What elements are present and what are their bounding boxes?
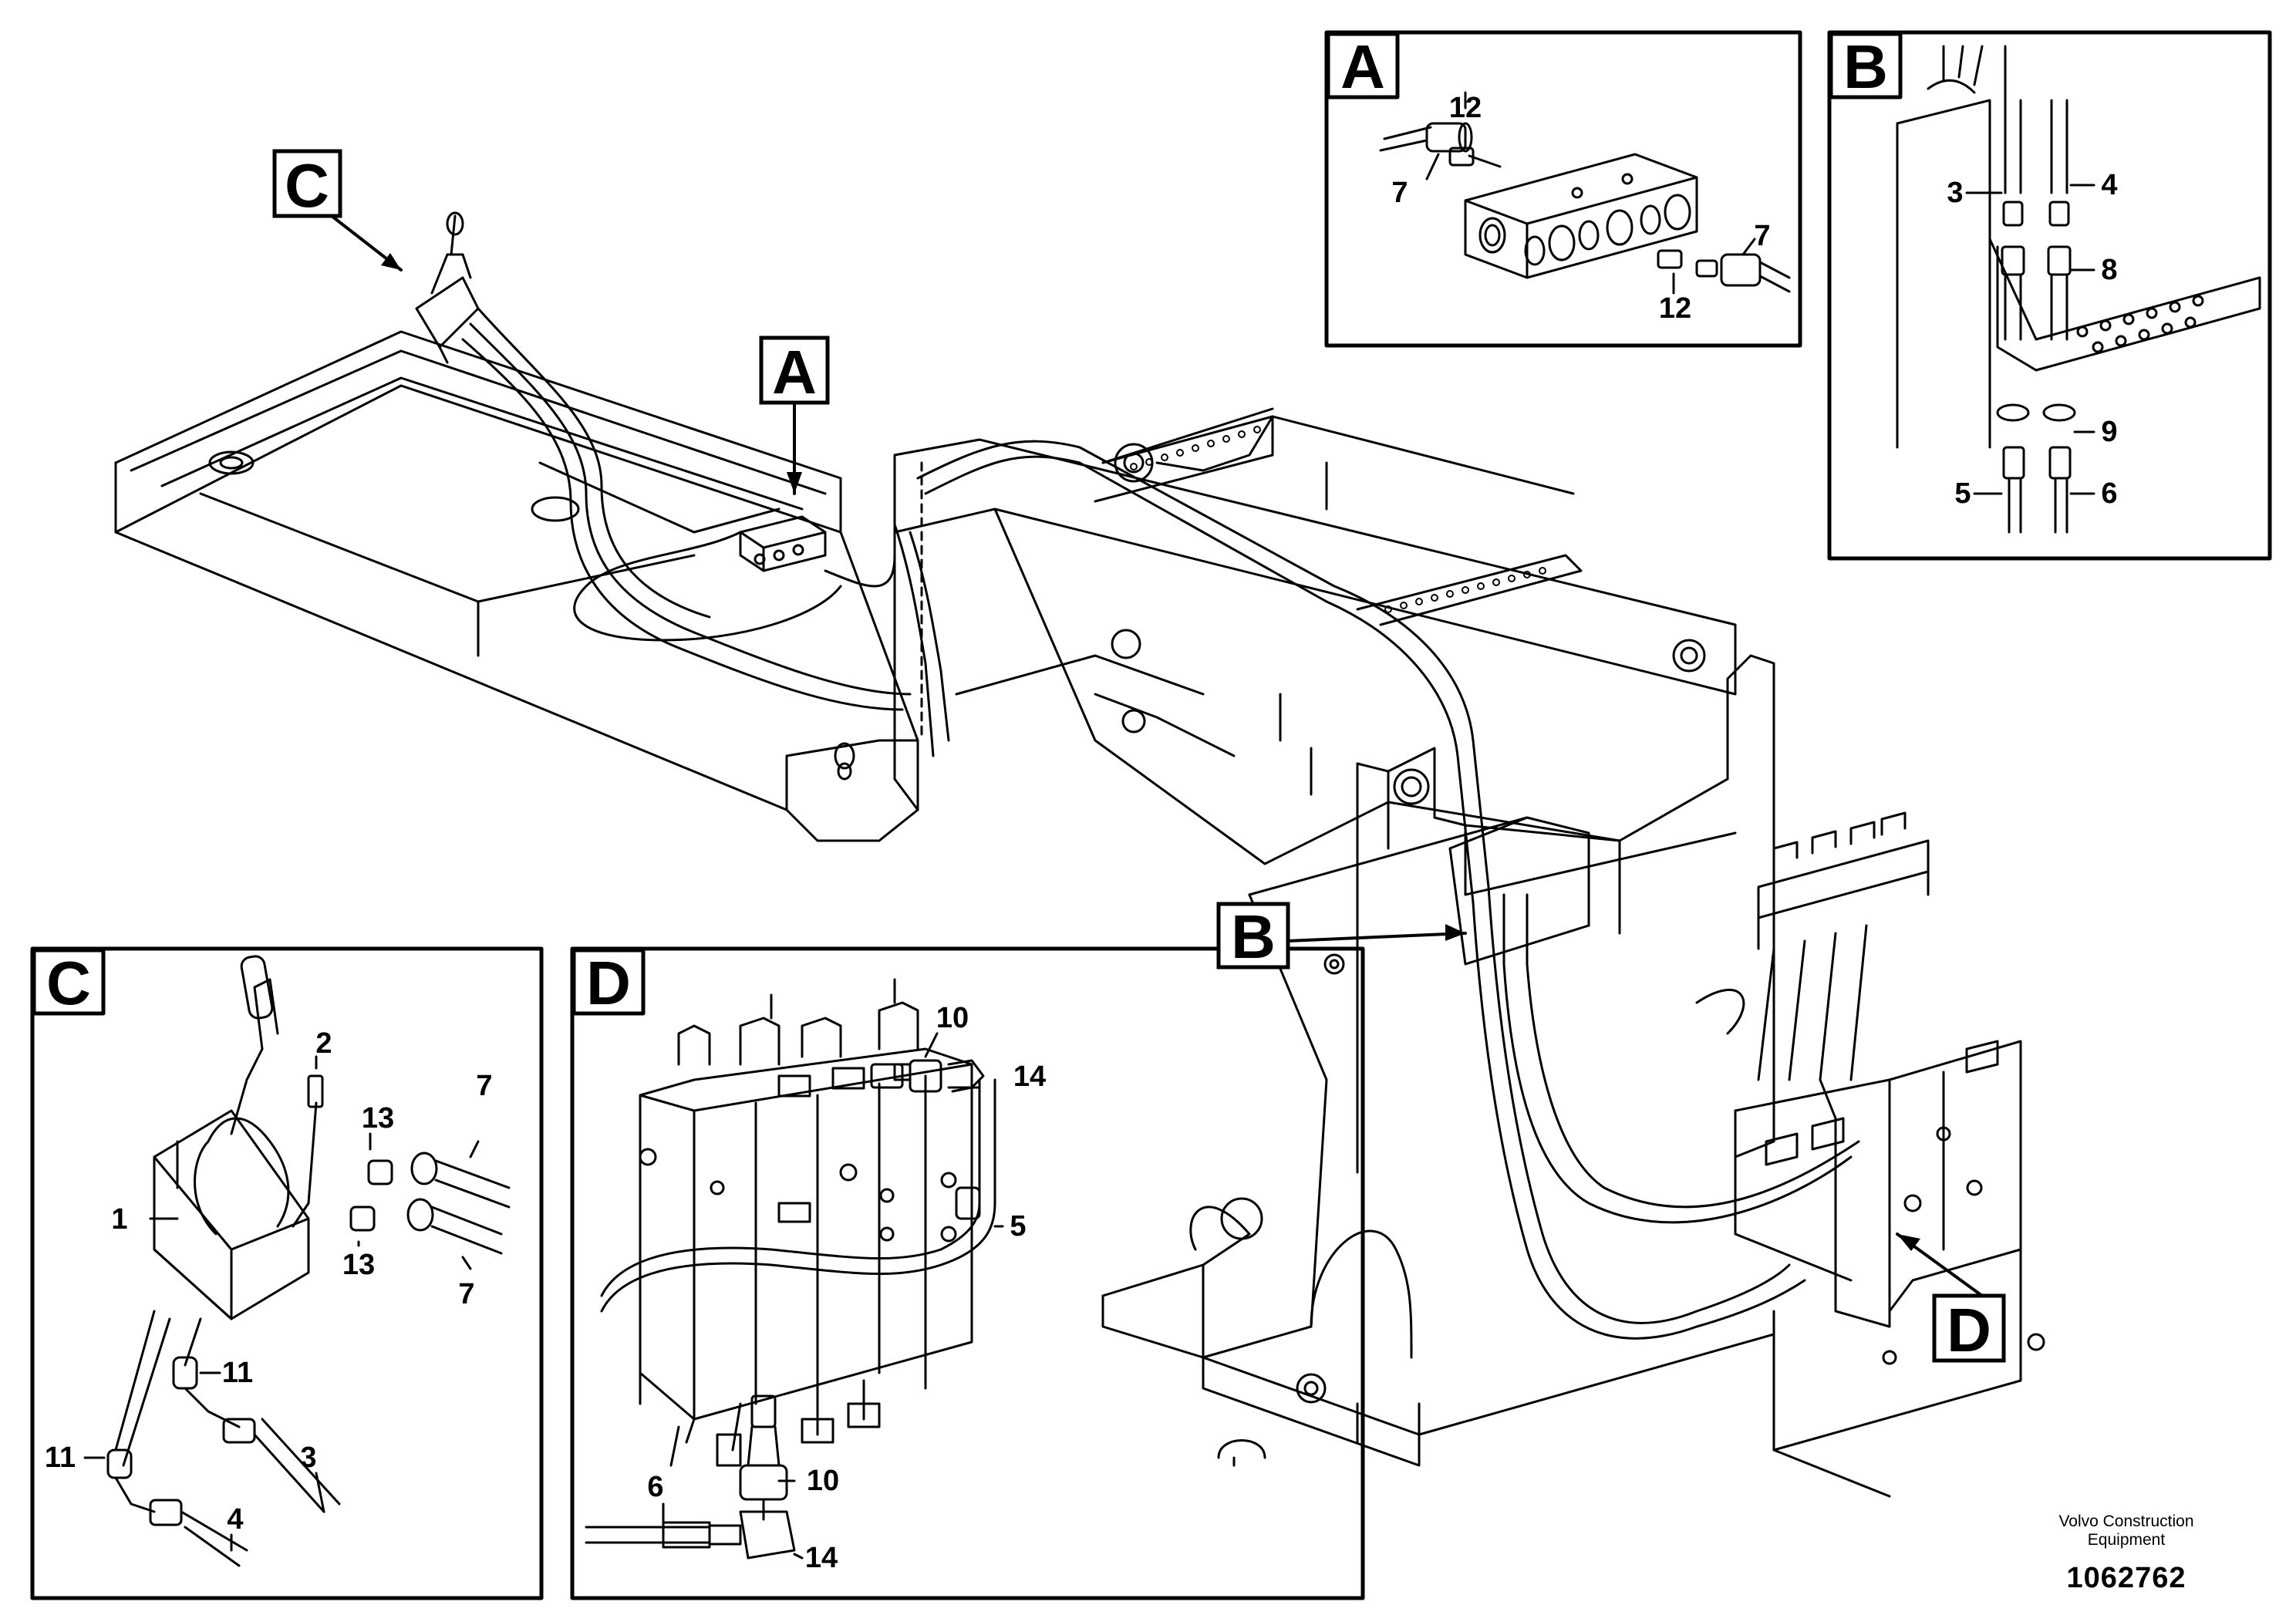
part-label-8: 8 <box>2101 254 2117 286</box>
main-manifold-block <box>739 515 827 572</box>
part-label-10: 10 <box>936 1002 969 1034</box>
leader-c-7-top <box>469 1140 480 1158</box>
callout-d-main: D <box>1932 1293 2006 1364</box>
main-assembly <box>114 211 2045 1498</box>
callout-c-main: C <box>272 149 342 220</box>
control-valve-assembly <box>1734 811 2045 1498</box>
callout-a-main-text: A <box>772 338 817 406</box>
part-label-6: 6 <box>647 1471 663 1503</box>
part-label-7: 7 <box>458 1278 474 1310</box>
detail-c-frame <box>30 946 544 1600</box>
callout-c-main-text: C <box>285 151 329 220</box>
callout-a-main: A <box>759 336 830 406</box>
part-label-14: 14 <box>1013 1061 1046 1093</box>
part-label-3: 3 <box>300 1442 316 1474</box>
detail-d-frame <box>570 946 1365 1600</box>
leader-d-10-top <box>924 1032 939 1058</box>
part-label-10: 10 <box>807 1465 839 1497</box>
part-label-13: 13 <box>362 1102 394 1135</box>
company-name-line2: Equipment <box>2087 1531 2166 1549</box>
leader-c-7-bottom <box>461 1256 472 1270</box>
part-label-2: 2 <box>315 1027 332 1060</box>
leader-a-7-right <box>1741 238 1756 256</box>
leader-arrowheads <box>381 253 1920 1251</box>
part-label-7: 7 <box>1391 177 1408 209</box>
part-label-11: 11 <box>45 1442 76 1474</box>
main-joystick <box>415 211 480 364</box>
company-name-line1: Volvo Construction <box>2058 1512 2194 1530</box>
detail-a-frame <box>1324 30 1802 348</box>
part-label-4: 4 <box>227 1503 243 1536</box>
part-label-4: 4 <box>2101 169 2117 201</box>
detail-d-drawing <box>585 978 1004 1560</box>
hoses-main <box>461 307 1860 1340</box>
part-label-5: 5 <box>1954 477 1971 510</box>
rail-holes-upper <box>1130 426 1261 470</box>
detail-b-frame <box>1827 30 2272 561</box>
cab-floor-frame <box>114 330 919 842</box>
boom-structure <box>893 407 1775 1174</box>
leader-b-main <box>1286 932 1467 943</box>
callout-b-main-text: B <box>1231 902 1276 971</box>
leader-a-7-left <box>1425 153 1440 180</box>
part-label-6: 6 <box>2101 477 2117 510</box>
part-label-11: 11 <box>222 1357 253 1389</box>
callout-b-main: B <box>1216 902 1290 971</box>
part-label-12: 12 <box>1659 292 1691 325</box>
detail-a-title: A <box>1340 32 1385 101</box>
part-label-3: 3 <box>1947 177 1963 209</box>
detail-b-drawing <box>1896 45 2261 534</box>
part-label-5: 5 <box>1010 1210 1026 1243</box>
part-label-12: 12 <box>1449 92 1482 124</box>
detail-b-title: B <box>1843 32 1888 101</box>
leader-c-3 <box>315 1472 325 1513</box>
part-label-7: 7 <box>476 1070 492 1102</box>
part-label-1: 1 <box>111 1203 127 1236</box>
document-number: 1062762 <box>2066 1562 2186 1594</box>
detail-c-drawing <box>83 955 511 1567</box>
part-label-13: 13 <box>342 1249 375 1281</box>
detail-c-title: C <box>46 949 91 1017</box>
rail-holes-lower <box>1384 567 1546 613</box>
footer-block: Volvo Construction Equipment 1062762 <box>2026 1512 2227 1595</box>
part-label-9: 9 <box>2101 416 2117 448</box>
detail-a-drawing <box>1379 91 1791 295</box>
part-label-14: 14 <box>805 1542 838 1574</box>
detail-d-title: D <box>586 949 631 1017</box>
leader-d-14-bottom <box>793 1553 804 1560</box>
pedestal-base <box>1101 816 1775 1467</box>
part-label-7: 7 <box>1754 220 1770 252</box>
callout-d-main-text: D <box>1947 1296 1991 1364</box>
